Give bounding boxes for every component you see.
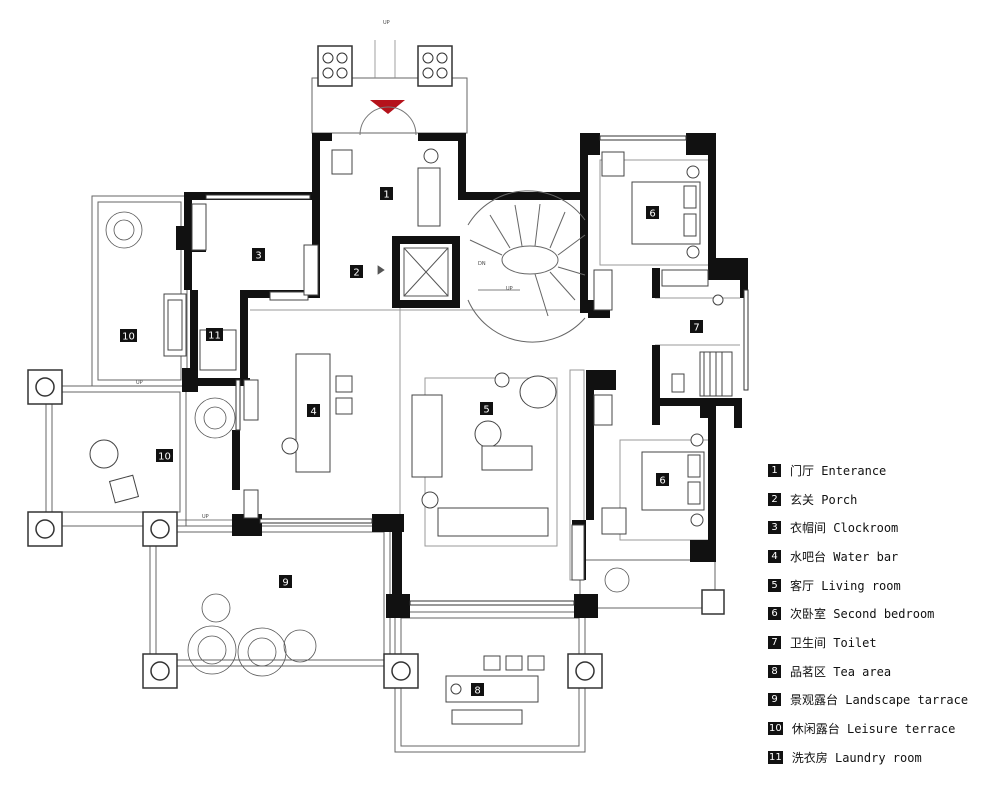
legend-label-en: Clockroom xyxy=(833,521,899,536)
room-tag-9: 9 xyxy=(279,575,292,589)
entrance-door xyxy=(359,40,417,136)
svg-text:2: 2 xyxy=(353,268,359,279)
lift xyxy=(403,247,449,297)
legend-number: 7 xyxy=(768,635,781,649)
legend-item-clockroom: 3 衣帽间 Clockroom xyxy=(768,513,996,542)
legend-label-cn: 景观露台 xyxy=(790,693,839,708)
legend-label-en: Tea area xyxy=(833,664,892,679)
living-furniture xyxy=(331,148,557,537)
room-tag-6-upper: 6 xyxy=(646,206,659,220)
dn-mark-stair: DN xyxy=(478,261,486,267)
legend-number: 8 xyxy=(768,664,781,678)
svg-text:1: 1 xyxy=(383,190,389,201)
room-tag-8: 8 xyxy=(471,683,484,697)
up-mark-landscape: UP xyxy=(202,514,209,520)
legend-label-cn: 次卧室 xyxy=(790,607,827,622)
bed-upper xyxy=(601,151,701,259)
legend-item-toilet: 7 卫生间 Toilet xyxy=(768,628,996,657)
svg-text:6: 6 xyxy=(659,476,665,487)
legend-label-cn: 休闲露台 xyxy=(791,722,840,737)
laundry-fixtures xyxy=(163,293,187,357)
room-tag-1: 1 xyxy=(380,187,393,201)
legend-number: 9 xyxy=(768,693,781,707)
up-mark-stair: UP xyxy=(506,286,513,292)
svg-text:4: 4 xyxy=(310,407,316,418)
legend-label-cn: 门厅 xyxy=(790,463,815,478)
windows xyxy=(205,135,749,606)
legend-label-cn: 卫生间 xyxy=(790,635,827,650)
legend-item-porch: 2 玄关 Porch xyxy=(768,485,996,514)
legend-label-en: Toilet xyxy=(833,635,877,650)
toilet-fixtures xyxy=(671,294,733,397)
bed-lower xyxy=(601,433,705,535)
legend-item-enterance: 1 门厅 Enterance xyxy=(768,456,996,485)
up-mark-leisure: UP xyxy=(136,380,143,386)
room-tag-4: 4 xyxy=(307,404,320,418)
plan-arrows xyxy=(100,265,520,521)
legend-label-cn: 洗衣房 xyxy=(791,750,828,765)
legend-label-en: Porch xyxy=(821,492,858,507)
legend-label-cn: 玄关 xyxy=(790,492,815,507)
room-tag-7: 7 xyxy=(690,320,703,334)
legend-label-cn: 水吧台 xyxy=(790,549,827,564)
svg-text:10: 10 xyxy=(122,332,135,343)
legend-item-landscape-tarrace: 9 景观露台 Landscape tarrace xyxy=(768,686,996,715)
column-piers xyxy=(27,45,725,689)
svg-text:10: 10 xyxy=(158,452,171,463)
legend-item-living-room: 5 客厅 Living room xyxy=(768,571,996,600)
legend-number: 5 xyxy=(768,578,781,592)
legend-item-second-bedroom: 6 次卧室 Second bedroom xyxy=(768,599,996,628)
svg-text:7: 7 xyxy=(693,323,699,334)
pier-detail xyxy=(322,52,448,79)
legend-item-leisure-terrace: 10 休闲露台 Leisure terrace xyxy=(768,714,996,743)
legend-number: 10 xyxy=(768,722,783,736)
legend-label-cn: 客厅 xyxy=(790,578,815,593)
legend-label-en: Living room xyxy=(821,578,901,593)
spiral-stair xyxy=(467,190,586,343)
room-tag-6-lower: 6 xyxy=(656,473,669,487)
legend-item-water-bar: 4 水吧台 Water bar xyxy=(768,542,996,571)
cabinets xyxy=(191,167,709,581)
room-tag-5: 5 xyxy=(480,402,493,416)
svg-text:5: 5 xyxy=(483,405,489,416)
legend-number: 2 xyxy=(768,492,781,506)
legend-number: 6 xyxy=(768,607,781,621)
room-tag-10-lower: 10 xyxy=(156,449,173,463)
room-tag-11: 11 xyxy=(206,328,223,342)
legend-number: 3 xyxy=(768,521,781,535)
svg-text:8: 8 xyxy=(474,686,480,697)
room-tags: 1 2 3 4 5 6 6 7 8 9 10 10 11 xyxy=(120,187,703,697)
svg-text:9: 9 xyxy=(282,578,288,589)
water-bar xyxy=(281,353,353,473)
legend-item-tea-area: 8 品茗区 Tea area xyxy=(768,657,996,686)
up-mark-entrance: UP xyxy=(383,20,390,26)
terrace-outlines xyxy=(45,77,716,753)
legend-label-en: Enterance xyxy=(821,463,887,478)
svg-text:6: 6 xyxy=(649,209,655,220)
legend-item-laundry-room: 11 洗衣房 Laundry room xyxy=(768,743,996,772)
legend-number: 1 xyxy=(768,463,781,477)
legend-label-en: Leisure terrace xyxy=(846,722,956,737)
legend-label-en: Landscape tarrace xyxy=(845,693,969,708)
legend-number: 11 xyxy=(768,750,783,764)
room-tag-3: 3 xyxy=(252,248,265,262)
legend-label-en: Water bar xyxy=(833,549,899,564)
plants xyxy=(105,211,630,677)
room-tag-10-upper: 10 xyxy=(120,329,137,343)
legend-label-en: Laundry room xyxy=(834,750,922,765)
terrace-items xyxy=(89,439,545,725)
room-tag-2: 2 xyxy=(350,265,363,279)
legend-label-cn: 衣帽间 xyxy=(790,521,827,536)
svg-text:3: 3 xyxy=(255,251,261,262)
room-legend: 1 门厅 Enterance 2 玄关 Porch 3 衣帽间 Clockroom 4… xyxy=(768,456,996,772)
legend-label-en: Second bedroom xyxy=(833,607,935,622)
legend-number: 4 xyxy=(768,549,781,563)
legend-label-cn: 品茗区 xyxy=(790,664,827,679)
svg-text:11: 11 xyxy=(208,331,221,342)
